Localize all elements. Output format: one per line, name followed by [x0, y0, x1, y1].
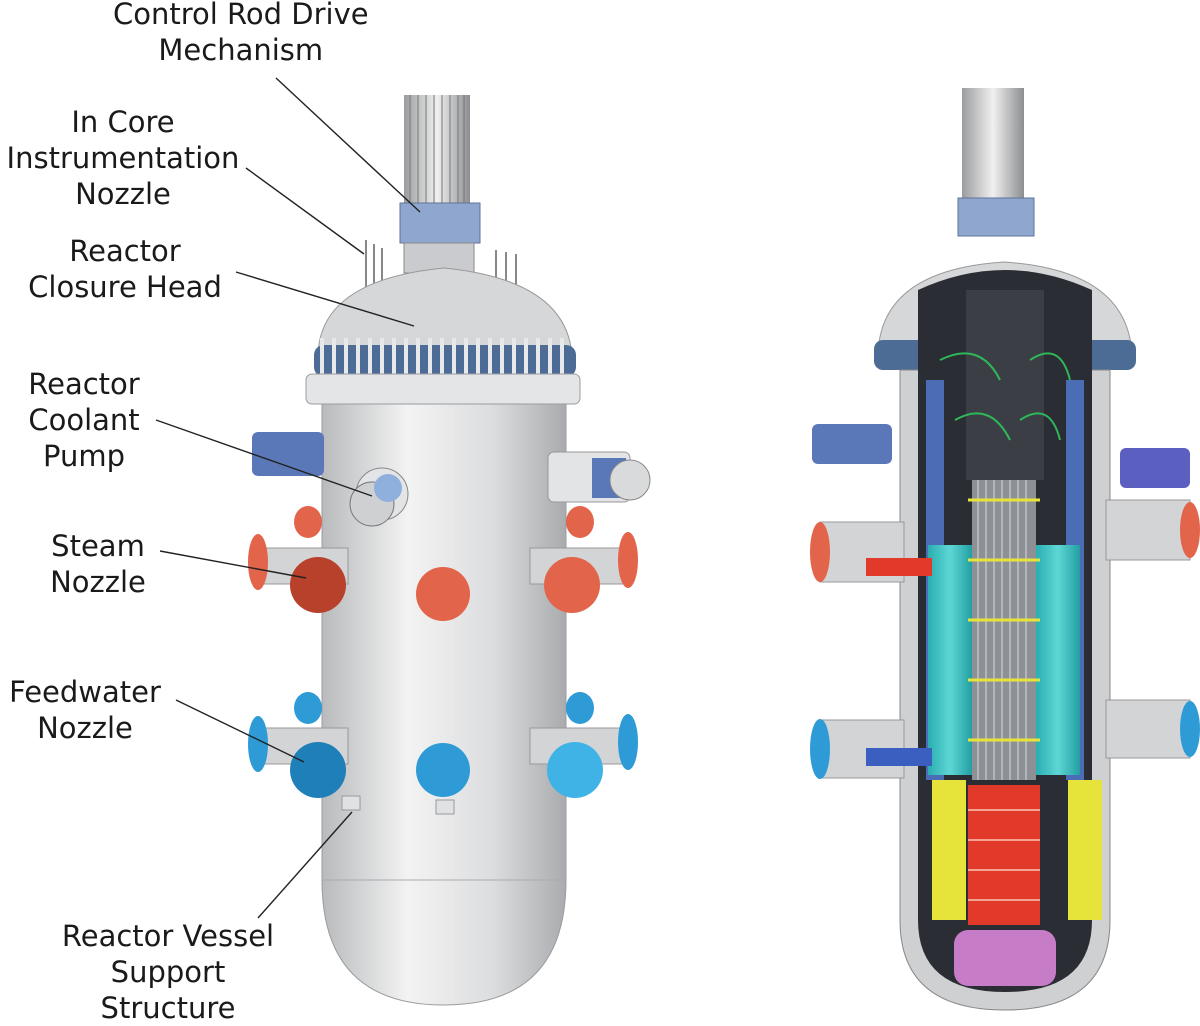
internal-cabling — [939, 352, 1071, 441]
spacer-grids — [968, 498, 1040, 742]
label-closure: Reactor Closure Head — [14, 233, 236, 305]
lower-plenum — [954, 930, 1056, 986]
leader-feedwater — [175, 699, 305, 763]
label-pump-line2: Coolant — [28, 403, 140, 437]
steam-nozzles — [248, 506, 638, 621]
leader-pump — [155, 419, 373, 497]
vessel-body — [321, 403, 567, 1006]
label-crdm-line1: Control Rod Drive — [113, 0, 369, 31]
label-pump: Reactor Coolant Pump — [14, 366, 154, 474]
label-feedwater-line1: Feedwater — [9, 675, 161, 709]
leader-steam — [159, 550, 307, 579]
label-support-line2: Support — [110, 955, 226, 989]
fuel-rods — [977, 480, 1027, 780]
cutaway-vessel — [810, 88, 1200, 1011]
label-closure-line1: Reactor — [69, 234, 181, 268]
label-steam: Steam Nozzle — [30, 528, 166, 600]
crdm-rods — [399, 95, 481, 274]
label-closure-line2: Closure Head — [28, 270, 222, 304]
label-support: Reactor Vessel Support Structure — [48, 918, 288, 1026]
label-pump-line1: Reactor — [28, 367, 140, 401]
label-steam-line2: Nozzle — [50, 565, 146, 599]
leader-closure — [235, 271, 415, 327]
label-support-line3: Structure — [100, 991, 236, 1025]
cutaway-nozzles — [810, 424, 1200, 779]
support-right — [1068, 780, 1102, 920]
label-crdm: Control Rod Drive Mechanism — [113, 0, 369, 68]
leader-incore — [245, 167, 365, 255]
label-incore-line2: Instrumentation — [6, 141, 240, 175]
leader-lines — [155, 77, 421, 919]
label-feedwater-line2: Nozzle — [37, 711, 133, 745]
closure-head-dome — [317, 267, 573, 356]
label-incore-line1: In Core — [71, 105, 175, 139]
exterior-vessel — [248, 95, 651, 1006]
label-feedwater: Feedwater Nozzle — [0, 674, 170, 746]
label-pump-line3: Pump — [42, 439, 125, 473]
bolt-ring — [314, 345, 576, 377]
leader-crdm — [275, 77, 421, 213]
side-pumps — [252, 432, 651, 527]
bolt-studs — [320, 338, 564, 376]
label-incore: In Core Instrumentation Nozzle — [0, 104, 246, 212]
label-incore-line3: Nozzle — [75, 177, 171, 211]
label-support-line1: Reactor Vessel — [61, 919, 275, 953]
leader-support — [257, 811, 353, 919]
label-crdm-line2: Mechanism — [158, 33, 324, 67]
core — [968, 785, 1040, 925]
riser-left — [928, 545, 972, 775]
label-steam-line1: Steam — [51, 529, 145, 563]
support-left — [932, 780, 966, 920]
vessel-flange — [305, 373, 581, 405]
riser-right — [1036, 545, 1080, 775]
feedwater-nozzles — [248, 692, 638, 815]
